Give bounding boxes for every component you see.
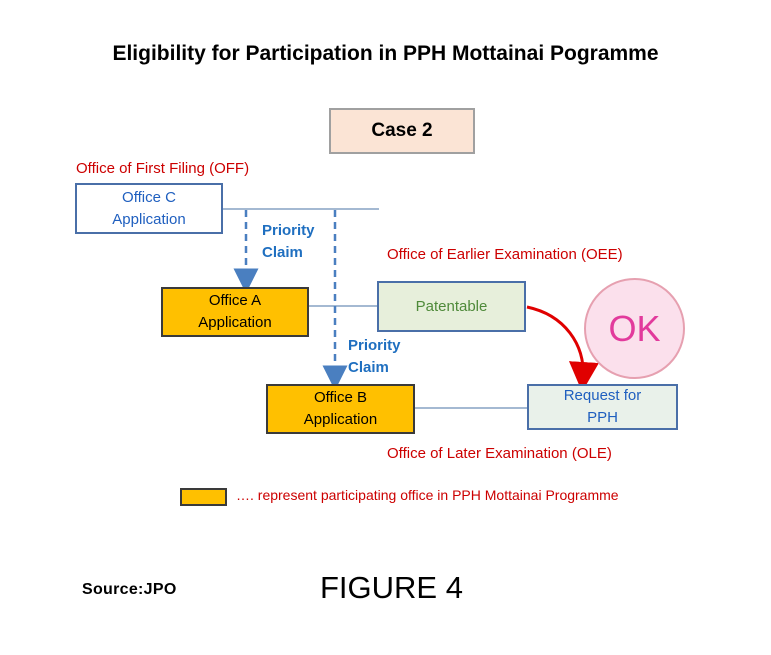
office-b-application-box: Office B Application xyxy=(266,384,415,434)
ok-arrow xyxy=(527,307,583,377)
office-c-name: Office C xyxy=(122,187,176,209)
priority-claim-label-1: Priority Claim xyxy=(262,220,315,264)
figure-label: FIGURE 4 xyxy=(320,570,463,606)
priority-claim-label-2: Priority Claim xyxy=(348,335,401,379)
priority-claim-1-line1: Priority xyxy=(262,220,315,242)
request-line1: Request for xyxy=(564,385,642,407)
office-b-name: Office B xyxy=(314,387,367,409)
office-c-sub: Application xyxy=(112,209,185,231)
legend-text: …. represent participating office in PPH… xyxy=(236,487,619,503)
priority-claim-2-line2: Claim xyxy=(348,357,401,379)
office-b-sub: Application xyxy=(304,409,377,431)
priority-claim-2-line1: Priority xyxy=(348,335,401,357)
legend-swatch xyxy=(180,488,227,506)
office-c-application-box: Office C Application xyxy=(75,183,223,234)
office-a-name: Office A xyxy=(209,290,261,312)
request-for-pph-box: Request for PPH xyxy=(527,384,678,430)
office-a-application-box: Office A Application xyxy=(161,287,309,337)
patentable-box: Patentable xyxy=(377,281,526,332)
office-a-sub: Application xyxy=(198,312,271,334)
priority-claim-1-line2: Claim xyxy=(262,242,315,264)
ok-badge: OK xyxy=(584,278,685,379)
source-label: Source:JPO xyxy=(82,581,177,599)
request-line2: PPH xyxy=(587,407,618,429)
